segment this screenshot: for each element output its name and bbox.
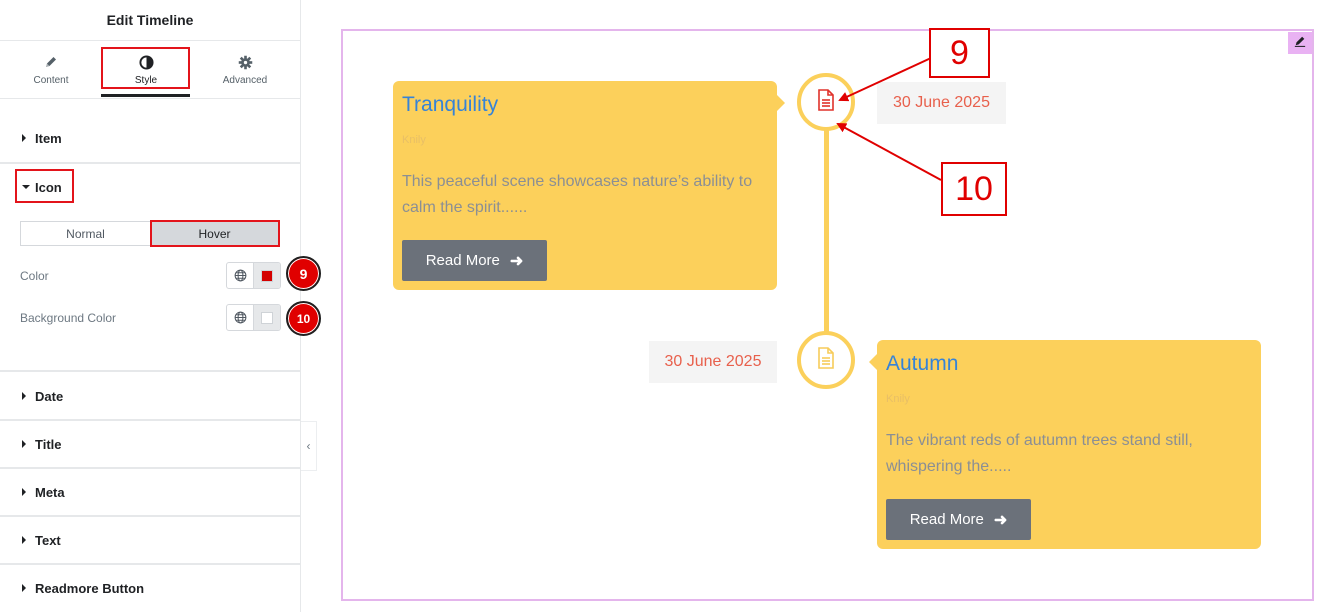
hover-highlight bbox=[150, 220, 280, 247]
editor-panel: Edit Timeline Content Style Advanced bbox=[0, 0, 321, 612]
section-meta-label: Meta bbox=[35, 485, 65, 500]
timeline-card: Tranquility Knily This peaceful scene sh… bbox=[393, 81, 785, 290]
section-item[interactable]: Item bbox=[0, 115, 300, 164]
callout-10: 10 bbox=[941, 162, 1007, 216]
pencil-icon bbox=[43, 54, 59, 70]
card-title[interactable]: Autumn bbox=[886, 352, 959, 375]
card-meta: Knily bbox=[402, 134, 426, 146]
tab-content[interactable]: Content bbox=[6, 41, 96, 99]
section-readmore-label: Readmore Button bbox=[35, 581, 145, 596]
card-meta: Knily bbox=[886, 393, 910, 405]
section-icon-label[interactable]: Icon bbox=[35, 180, 62, 195]
edit-widget-button[interactable] bbox=[1288, 32, 1312, 54]
section-text-label: Text bbox=[35, 533, 61, 548]
card-text: The vibrant reds of autumn trees stand s… bbox=[886, 432, 1193, 475]
state-normal-button[interactable]: Normal bbox=[66, 226, 105, 241]
caret-right-icon bbox=[22, 134, 26, 142]
widget-frame bbox=[341, 29, 1314, 601]
section-text[interactable]: Text bbox=[0, 517, 300, 565]
section-date[interactable]: Date bbox=[0, 373, 300, 421]
gear-icon bbox=[237, 54, 253, 70]
arrow-right-icon: ➜ bbox=[509, 252, 524, 270]
globe-icon[interactable] bbox=[227, 263, 254, 288]
caret-right-icon bbox=[22, 440, 26, 448]
color-label: Color bbox=[20, 269, 49, 283]
panel-title: Edit Timeline bbox=[106, 12, 194, 28]
color-swatch bbox=[261, 269, 273, 282]
tab-style-indicator bbox=[101, 94, 190, 97]
timeline-date: 30 June 2025 bbox=[877, 82, 1006, 124]
background-color-picker bbox=[226, 304, 281, 331]
timeline-node bbox=[797, 73, 855, 131]
section-readmore-button[interactable]: Readmore Button bbox=[0, 565, 300, 612]
panel-tabs: Content Style Advanced bbox=[0, 41, 300, 99]
pencil-icon bbox=[1294, 34, 1306, 52]
section-meta[interactable]: Meta bbox=[0, 469, 300, 517]
card-text: This peaceful scene showcases nature’s a… bbox=[402, 173, 753, 216]
section-icon: Icon bbox=[0, 164, 300, 372]
color-picker bbox=[226, 262, 281, 289]
caret-right-icon bbox=[22, 584, 26, 592]
caret-down-icon bbox=[22, 185, 30, 189]
section-date-label: Date bbox=[35, 389, 64, 404]
caret-right-icon bbox=[22, 392, 26, 400]
state-hover-button[interactable]: Hover bbox=[150, 222, 279, 245]
document-icon bbox=[816, 346, 836, 374]
contrast-icon bbox=[138, 54, 154, 70]
card-pointer bbox=[777, 95, 785, 111]
card-pointer bbox=[869, 354, 877, 370]
tab-advanced-label: Advanced bbox=[222, 75, 268, 86]
icon-section-highlight bbox=[15, 169, 74, 203]
callout-9: 9 bbox=[929, 28, 990, 78]
arrow-right-icon: ➜ bbox=[993, 511, 1008, 529]
style-tab-highlight bbox=[101, 47, 190, 89]
tab-style-label: Style bbox=[134, 75, 158, 86]
background-color-swatch bbox=[261, 311, 273, 324]
timeline-line bbox=[824, 130, 829, 332]
read-more-label: Read More bbox=[425, 252, 500, 269]
card-title[interactable]: Tranquility bbox=[402, 93, 499, 116]
caret-right-icon bbox=[22, 536, 26, 544]
badge-10: 10 bbox=[286, 301, 321, 336]
timeline-node bbox=[797, 331, 855, 389]
tab-content-label: Content bbox=[33, 75, 69, 86]
read-more-label: Read More bbox=[909, 511, 984, 528]
color-swatch-button[interactable] bbox=[254, 263, 280, 288]
tab-advanced[interactable]: Advanced bbox=[200, 41, 290, 99]
panel-header: Edit Timeline bbox=[0, 0, 300, 41]
timeline-card: Autumn Knily The vibrant reds of autumn … bbox=[869, 340, 1261, 549]
background-color-swatch-button[interactable] bbox=[254, 305, 280, 330]
read-more-button[interactable]: Read More ➜ bbox=[886, 499, 1031, 540]
section-title[interactable]: Title bbox=[0, 421, 300, 469]
chevron-left-icon: ‹ bbox=[306, 439, 311, 453]
section-title-label: Title bbox=[35, 437, 62, 452]
timeline-date: 30 June 2025 bbox=[649, 341, 777, 383]
badge-9: 9 bbox=[286, 256, 321, 291]
panel-collapse-handle[interactable]: ‹ bbox=[301, 421, 317, 471]
read-more-button[interactable]: Read More ➜ bbox=[402, 240, 547, 281]
background-color-label: Background Color bbox=[20, 311, 117, 325]
globe-icon[interactable] bbox=[227, 305, 254, 330]
section-item-label: Item bbox=[35, 131, 62, 146]
document-icon bbox=[816, 88, 836, 116]
caret-right-icon bbox=[22, 488, 26, 496]
tab-style[interactable]: Style bbox=[101, 41, 191, 99]
